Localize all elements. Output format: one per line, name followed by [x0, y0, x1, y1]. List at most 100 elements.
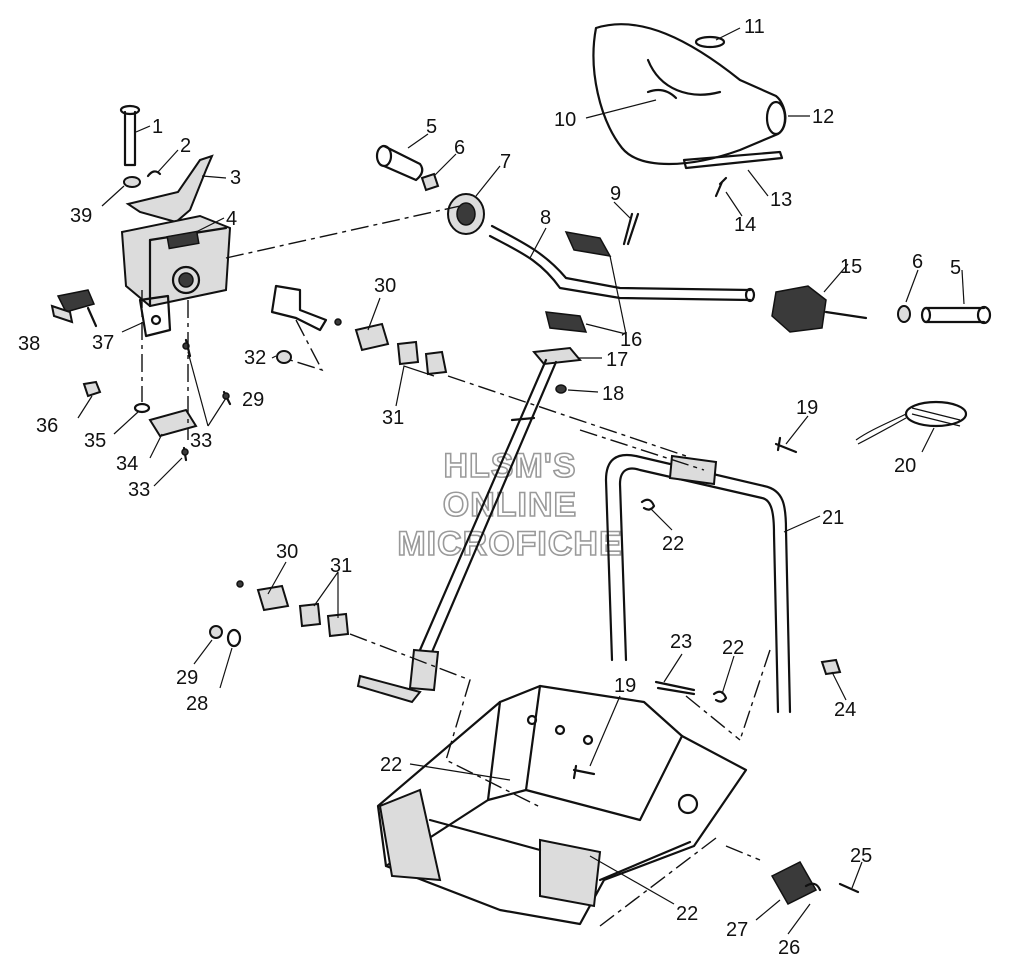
bearing-block-part — [354, 322, 390, 352]
hand-grip-part — [920, 305, 992, 325]
callout-39: 39 — [70, 205, 92, 227]
callout-29-lower: 29 — [176, 667, 198, 689]
callout-9: 9 — [610, 183, 621, 205]
washer-part — [123, 176, 141, 188]
steering-column-part — [356, 346, 582, 704]
callout-27: 27 — [726, 919, 748, 941]
washer-part — [226, 628, 242, 648]
plate-part — [148, 408, 198, 438]
clip-part — [146, 170, 162, 178]
callout-22-frame: 22 — [380, 754, 402, 776]
callout-35: 35 — [84, 430, 106, 452]
callout-numbers: 1 2 3 39 4 38 37 36 35 34 33 33 5 6 7 8 … — [18, 16, 961, 959]
callout-37: 37 — [92, 332, 114, 354]
nut-part — [82, 380, 102, 398]
callout-29-upper: 29 — [242, 389, 264, 411]
nut-part — [804, 882, 822, 892]
callout-30-upper: 30 — [374, 275, 396, 297]
nut-part — [820, 658, 842, 676]
washer-part — [133, 402, 151, 414]
callout-6-right: 6 — [912, 251, 923, 273]
clip-part — [640, 498, 656, 511]
callout-7: 7 — [500, 151, 511, 173]
watermark: HLSM'S ONLINE MICROFICHE — [397, 446, 623, 564]
callout-33-upper: 33 — [190, 430, 212, 452]
callout-6-left: 6 — [454, 137, 465, 159]
callout-17: 17 — [606, 349, 628, 371]
watermark-line-2: ONLINE — [443, 486, 577, 524]
bushing-part — [420, 172, 440, 192]
callout-18: 18 — [602, 383, 624, 405]
callout-22-lower: 22 — [676, 903, 698, 925]
callout-1: 1 — [152, 116, 163, 138]
switch-housing-part — [771, 285, 868, 333]
clamp-part — [770, 861, 818, 905]
throttle-housing-part — [120, 214, 232, 308]
callout-14: 14 — [734, 214, 756, 236]
bolt-part — [774, 436, 798, 454]
watermark-line-3: MICROFICHE — [397, 525, 622, 563]
pad-strap-part — [682, 150, 784, 170]
bolt-part — [119, 104, 141, 167]
clip-part — [712, 690, 728, 703]
callout-31-upper: 31 — [382, 407, 404, 429]
clamp-upper-part — [564, 231, 612, 257]
callout-38: 38 — [18, 333, 40, 355]
hand-grip-part — [375, 144, 424, 182]
screw-part — [838, 882, 860, 894]
bolt-part — [622, 212, 640, 246]
bearing-half-part — [396, 340, 420, 366]
callout-22-hoop: 22 — [662, 533, 684, 555]
callout-5-right: 5 — [950, 257, 961, 279]
nut-part — [209, 625, 223, 639]
callout-19-upper: 19 — [796, 397, 818, 419]
kill-switch-part — [50, 289, 98, 328]
bolt-part — [572, 764, 596, 780]
parts-illustration — [50, 23, 992, 927]
bolt-part — [654, 680, 696, 696]
callout-36: 36 — [36, 415, 58, 437]
handlebar-part — [488, 224, 752, 302]
bracket-part — [270, 284, 328, 332]
callout-22-upper-right: 22 — [722, 637, 744, 659]
callout-12: 12 — [812, 106, 834, 128]
callout-24: 24 — [834, 699, 856, 721]
nut-part — [555, 384, 567, 394]
callout-23: 23 — [670, 631, 692, 653]
clamp-lower-part — [545, 311, 588, 333]
throttle-part — [447, 193, 485, 235]
callout-11: 11 — [744, 16, 765, 38]
bushing-part — [897, 305, 911, 323]
callout-31-lower: 31 — [330, 555, 352, 577]
callout-20: 20 — [894, 455, 916, 477]
watermark-line-1: HLSM'S — [443, 447, 576, 485]
chassis-frame-part — [376, 684, 748, 926]
bearing-block-part — [256, 584, 290, 612]
callout-26: 26 — [778, 937, 800, 959]
callout-30-lower: 30 — [276, 541, 298, 563]
callout-2: 2 — [180, 135, 191, 157]
callout-5-left: 5 — [426, 116, 437, 138]
wire-coil-part — [855, 400, 968, 445]
rivet-part — [714, 176, 728, 198]
nut-part — [276, 350, 292, 364]
callout-28: 28 — [186, 693, 208, 715]
bearing-half-part — [424, 350, 448, 376]
callout-34: 34 — [116, 453, 138, 475]
callout-8: 8 — [540, 207, 551, 229]
callout-3: 3 — [230, 167, 241, 189]
callout-21: 21 — [822, 507, 844, 529]
callout-15: 15 — [840, 256, 862, 278]
callout-25: 25 — [850, 845, 872, 867]
callout-33-lower: 33 — [128, 479, 150, 501]
callout-16: 16 — [620, 329, 642, 351]
callout-4: 4 — [226, 208, 237, 230]
callout-10: 10 — [554, 109, 576, 131]
callout-32: 32 — [244, 347, 266, 369]
bearing-half-part — [298, 602, 322, 628]
callout-13: 13 — [770, 189, 792, 211]
lever-part — [125, 154, 214, 224]
leader-lines — [77, 27, 965, 935]
bearing-half-part — [326, 612, 350, 638]
